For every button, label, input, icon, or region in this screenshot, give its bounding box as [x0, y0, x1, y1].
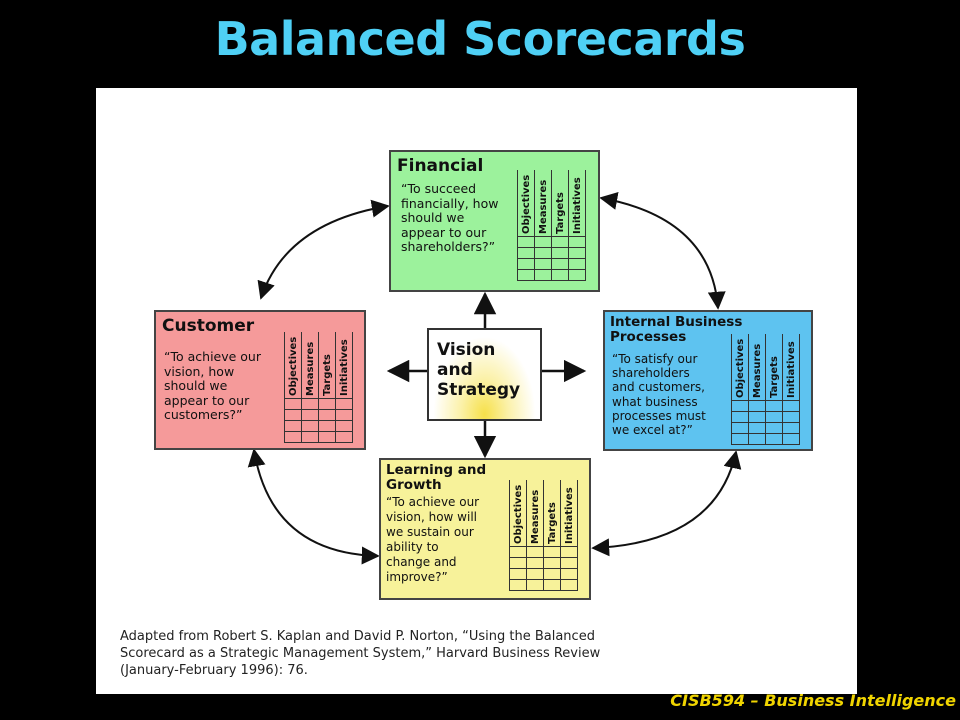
- financial-quote: “To succeed financially, how should we a…: [401, 181, 499, 254]
- connector-arrows: [247, 192, 742, 565]
- customer-title: Customer: [162, 316, 255, 336]
- arrow-internal-learning: [591, 450, 742, 557]
- vision-strategy-label: Vision and Strategy: [437, 340, 521, 400]
- internal-quote: “To satisfy our shareholders and custome…: [612, 352, 706, 438]
- learning-quote: “To achieve our vision, how will we sust…: [386, 495, 480, 584]
- customer-quote: “To achieve our vision, how should we ap…: [164, 349, 261, 422]
- financial-title: Financial: [397, 156, 484, 176]
- slide-title: Balanced Scorecards: [214, 12, 746, 66]
- diagram-panel: Financial “To succeed financially, how s…: [96, 88, 857, 694]
- vision-strategy-box: Vision and Strategy: [427, 328, 542, 421]
- citation: Adapted from Robert S. Kaplan and David …: [120, 629, 601, 678]
- internal-box: Internal Business Processes “To satisfy …: [603, 310, 813, 451]
- arrow-financial-customer: [257, 199, 390, 300]
- learning-box: Learning and Growth “To achieve our visi…: [379, 458, 591, 600]
- customer-grid: Objectives Measures Targets Initiatives: [284, 332, 353, 443]
- customer-box: Customer “To achieve our vision, how sho…: [154, 310, 366, 450]
- learning-title: Learning and Growth: [386, 462, 487, 493]
- arrow-customer-learning: [247, 448, 380, 565]
- internal-grid: Objectives Measures Targets Initiatives: [731, 334, 800, 445]
- financial-grid: Objectives Measures Targets Initiatives: [517, 170, 586, 281]
- arrow-financial-internal: [599, 192, 726, 310]
- learning-grid: Objectives Measures Targets Initiatives: [509, 480, 578, 591]
- financial-box: Financial “To succeed financially, how s…: [389, 150, 600, 292]
- slide-footer: CISB594 – Business Intelligence: [670, 691, 956, 710]
- internal-title: Internal Business Processes: [610, 314, 743, 345]
